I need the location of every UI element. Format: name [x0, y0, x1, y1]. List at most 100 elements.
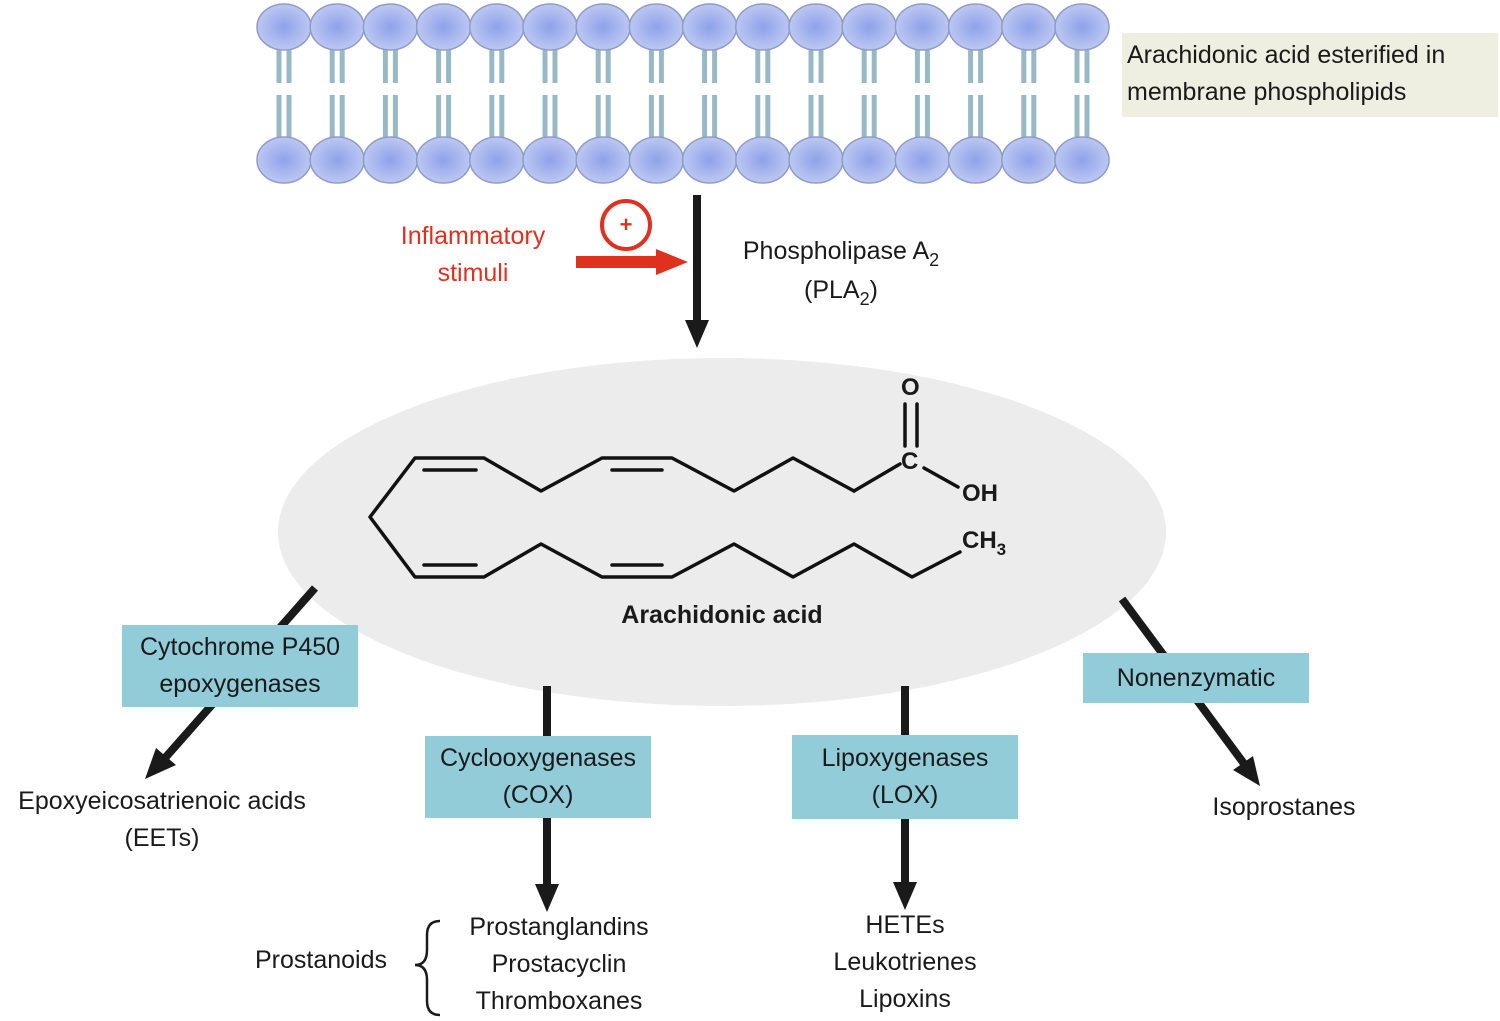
isoprostanes-label: Isoprostanes — [1212, 793, 1356, 821]
atom-c: C — [901, 448, 919, 475]
lipid-head — [947, 3, 1004, 51]
lox-product-1: HETEs — [865, 911, 945, 939]
prostanoids-brace — [414, 919, 441, 1017]
lipid-head — [735, 136, 791, 184]
lipid-head — [788, 136, 844, 184]
nonenzymatic-box: Nonenzymatic — [1083, 653, 1309, 703]
lipid-tail — [1021, 95, 1027, 138]
lipid-head — [362, 136, 419, 184]
atom-ch: CH — [962, 527, 997, 554]
pla2-sub: 2 — [859, 289, 870, 309]
lipid-tail — [818, 95, 824, 138]
lipid-head — [628, 136, 685, 184]
eets-products: Epoxyeicosatrienoic acids (EETs) — [0, 783, 324, 857]
lipid-head — [362, 3, 419, 51]
lipid-head — [894, 136, 951, 184]
molecule-name: Arachidonic acid — [621, 601, 823, 629]
cox-product-3: Thromboxanes — [475, 987, 643, 1015]
lipid-tail — [755, 40, 761, 83]
lipid-head — [1054, 3, 1110, 51]
lipid-tail — [871, 40, 877, 83]
plus-sign: + — [619, 212, 633, 237]
eets-line1: Epoxyeicosatrienoic acids — [18, 787, 306, 815]
atom-oh: OH — [962, 480, 998, 507]
lipid-head — [522, 136, 578, 184]
lipid-head — [415, 3, 472, 51]
lipid-tail — [712, 40, 718, 83]
stimuli-line1: Inflammatory — [400, 222, 546, 250]
lipid-tail — [329, 95, 335, 138]
cox-enzyme-line2: (COX) — [502, 781, 574, 809]
lipid-head — [841, 136, 897, 184]
lipid-tail — [818, 40, 824, 83]
phospholipase-text: Phospholipase A — [742, 237, 930, 265]
lipid-tail — [1074, 40, 1080, 83]
phospholipid-pair — [788, 3, 844, 184]
lipid-head — [947, 136, 1004, 184]
lipid-tail — [382, 95, 388, 138]
lipid-tail — [765, 40, 771, 83]
phospholipid-pair — [947, 3, 1004, 184]
lipid-tail — [648, 40, 654, 83]
phospholipid-pair — [522, 3, 578, 184]
cyp-enzyme-box: Cytochrome P450 epoxygenases — [122, 625, 358, 707]
lipid-tail — [1084, 40, 1090, 83]
lipid-tail — [658, 95, 664, 138]
lox-product-2: Leukotrienes — [833, 948, 977, 976]
lipid-tail — [499, 95, 505, 138]
lipid-tail — [605, 40, 611, 83]
lipid-tail — [861, 95, 867, 138]
lipid-tail — [392, 40, 398, 83]
lipid-tail — [382, 40, 388, 83]
lipid-head — [894, 3, 951, 51]
lipid-tail — [914, 40, 920, 83]
phospholipase-sub: 2 — [929, 250, 940, 270]
cox-products: Prostanglandins Prostacyclin Thromboxane… — [449, 909, 669, 1020]
phospholipid-pair — [575, 3, 631, 184]
phospholipid-pair — [415, 3, 472, 184]
lipid-tail — [755, 95, 761, 138]
lipid-tail — [446, 95, 452, 138]
lipid-head — [522, 3, 578, 51]
lipid-head — [256, 3, 312, 51]
lipid-tail — [436, 95, 442, 138]
cyp-enzyme-line1: Cytochrome P450 — [139, 633, 341, 661]
stimuli-line2: stimuli — [437, 259, 509, 287]
lipid-tail — [489, 40, 495, 83]
lipid-tail — [595, 95, 601, 138]
lipid-tail — [1021, 40, 1027, 83]
lipid-head — [309, 136, 365, 184]
lipid-tail — [924, 95, 930, 138]
lipid-head — [1054, 136, 1110, 184]
lipid-tail — [542, 95, 548, 138]
lipid-head — [415, 136, 472, 184]
membrane-label: Arachidonic acid esterified in membrane … — [1127, 37, 1445, 111]
nonenzymatic-products: Isoprostanes — [1184, 789, 1384, 826]
lipid-tail — [978, 95, 984, 138]
prostanoids-label: Prostanoids — [255, 946, 388, 974]
cox-product-1: Prostanglandins — [469, 913, 649, 941]
lipid-tail — [712, 95, 718, 138]
atom-ch-sub: 3 — [996, 540, 1007, 559]
lipid-tail — [605, 95, 611, 138]
lipid-tail — [436, 40, 442, 83]
lipid-tail — [924, 40, 930, 83]
phospholipid-pair — [735, 3, 791, 184]
membrane-label-bg — [1122, 33, 1498, 117]
lipid-tail — [392, 95, 398, 138]
stimulus-arrow — [576, 249, 688, 275]
lipid-tail — [871, 95, 877, 138]
lipid-head — [841, 3, 897, 51]
lipid-tail — [648, 95, 654, 138]
membrane-bilayer — [256, 3, 1110, 184]
lox-enzyme-line1: Lipoxygenases — [821, 744, 989, 772]
lipid-head — [575, 3, 631, 51]
lipid-tail — [286, 40, 292, 83]
lipid-head — [575, 136, 631, 184]
phospholipid-pair — [681, 3, 738, 184]
membrane-label-line2: membrane phospholipids — [1127, 78, 1407, 106]
arachidonic-acid-structure — [368, 402, 962, 579]
lipid-tail — [658, 40, 664, 83]
lox-product-3: Lipoxins — [859, 985, 951, 1013]
